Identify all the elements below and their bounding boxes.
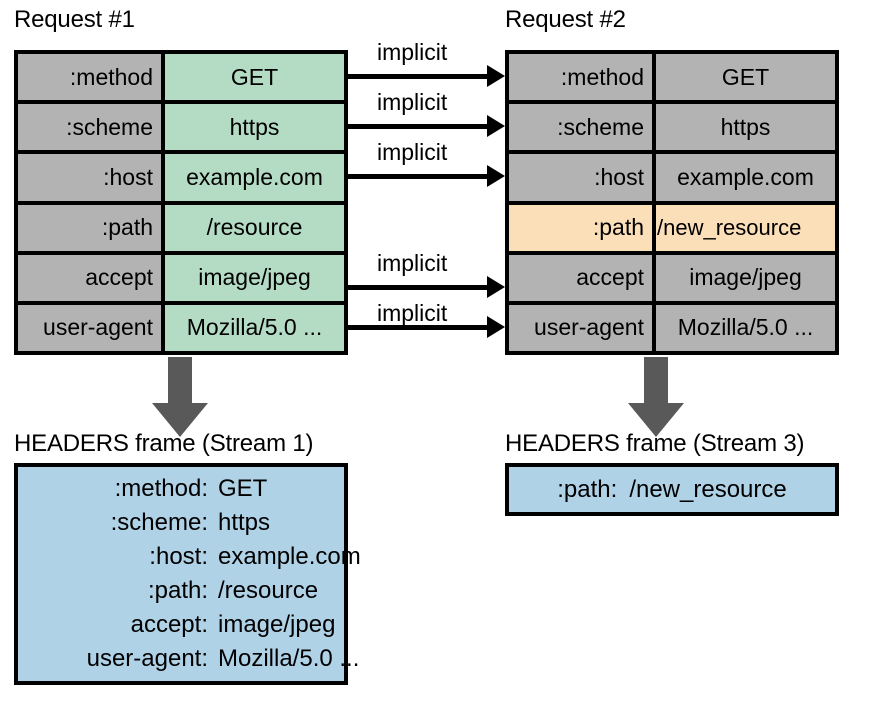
header-value: /resource: [218, 577, 319, 604]
table-row: :scheme https: [18, 104, 344, 155]
down-arrow-head: [628, 403, 684, 437]
header-name-cell: accept: [18, 254, 165, 301]
header-value: example.com: [218, 543, 361, 570]
header-key: :scheme:: [110, 509, 208, 536]
list-item: :scheme: https: [18, 506, 334, 540]
implicit-arrow-head-icon: [487, 115, 505, 137]
header-name-cell: :host: [18, 154, 165, 201]
header-name-cell: accept: [509, 254, 656, 301]
list-item: :path: /new_resource: [509, 473, 835, 507]
implicit-arrow-head-icon: [487, 276, 505, 298]
header-value: Mozilla/5.0 ...: [218, 645, 360, 672]
table-row: :host example.com: [18, 154, 344, 205]
list-item: :path: /resource: [18, 574, 334, 608]
header-name-cell: :path: [509, 204, 656, 251]
implicit-arrow-line: [348, 74, 487, 79]
header-value-cell: Mozilla/5.0 ...: [165, 304, 344, 352]
list-item: :host: example.com: [18, 540, 360, 574]
implicit-label: implicit: [377, 39, 448, 65]
header-name-cell: user-agent: [509, 304, 656, 352]
header-name-cell: :method: [509, 54, 656, 101]
header-value: image/jpeg: [218, 611, 336, 638]
header-value-cell: image/jpeg: [165, 254, 344, 301]
down-arrow-head: [152, 403, 208, 437]
implicit-arrow-line: [348, 124, 487, 129]
header-key: :method:: [114, 475, 208, 502]
header-value-cell: Mozilla/5.0 ...: [656, 304, 835, 352]
header-key: user-agent:: [86, 645, 208, 672]
implicit-label: implicit: [377, 250, 448, 276]
list-item: :method: GET: [18, 472, 334, 506]
header-key: :path:: [557, 475, 618, 503]
implicit-arrow-head-icon: [487, 165, 505, 187]
implicit-label: implicit: [377, 139, 448, 165]
headers-frame-2-title: HEADERS frame (Stream 3): [505, 430, 805, 457]
header-value-cell: /resource: [165, 204, 344, 251]
table-row: :scheme https: [509, 104, 835, 155]
header-list: :path: /new_resource: [509, 467, 835, 512]
table-row: user-agent Mozilla/5.0 ...: [18, 304, 344, 352]
list-item: accept: image/jpeg: [18, 608, 336, 642]
list-item: user-agent: Mozilla/5.0 ...: [18, 642, 360, 676]
header-value-cell: https: [165, 104, 344, 151]
implicit-arrow-line: [348, 325, 487, 330]
header-value: https: [218, 509, 271, 536]
table-row: user-agent Mozilla/5.0 ...: [509, 304, 835, 352]
header-value: GET: [218, 475, 268, 502]
down-arrow-shaft: [168, 357, 192, 405]
table-row: :method GET: [18, 54, 344, 105]
down-arrow-shaft: [644, 357, 668, 405]
implicit-arrow-head-icon: [487, 65, 505, 87]
table-row: accept image/jpeg: [18, 254, 344, 305]
header-name-cell: user-agent: [18, 304, 165, 352]
request-2-title: Request #2: [505, 6, 626, 33]
header-name-cell: :scheme: [18, 104, 165, 151]
request-2-header-table: :method GET :scheme https :host example.…: [505, 50, 839, 355]
header-list: :method: GET :scheme: https :host: examp…: [18, 467, 361, 681]
header-value-cell: GET: [656, 54, 835, 101]
request-1-header-table: :method GET :scheme https :host example.…: [14, 50, 348, 355]
table-row-highlighted: :path /new_resource: [509, 204, 835, 255]
down-arrow-left-icon: [152, 357, 208, 437]
implicit-label: implicit: [377, 300, 448, 326]
implicit-label: implicit: [377, 89, 448, 115]
header-value-cell: example.com: [165, 154, 344, 201]
header-key: accept:: [130, 611, 208, 638]
implicit-arrow-line: [348, 285, 487, 290]
headers-frame-1-title: HEADERS frame (Stream 1): [14, 430, 314, 457]
header-value-cell: GET: [165, 54, 344, 101]
header-value-cell: image/jpeg: [656, 254, 835, 301]
implicit-arrow-head-icon: [487, 316, 505, 338]
headers-frame-1-box: :method: GET :scheme: https :host: examp…: [14, 463, 361, 685]
headers-frame-2-box: :path: /new_resource: [505, 463, 839, 516]
header-name-cell: :method: [18, 54, 165, 101]
header-name-cell: :path: [18, 204, 165, 251]
header-value-cell: https: [656, 104, 835, 151]
header-value-cell: /new_resource: [656, 204, 835, 251]
header-key: :path:: [147, 577, 208, 604]
request-1-title: Request #1: [14, 6, 135, 33]
header-value-cell: example.com: [656, 154, 835, 201]
table-row: accept image/jpeg: [509, 254, 835, 305]
header-value: /new_resource: [629, 475, 787, 503]
table-row: :path /resource: [18, 204, 344, 255]
down-arrow-right-icon: [628, 357, 684, 437]
implicit-arrow-line: [348, 174, 487, 179]
header-name-cell: :host: [509, 154, 656, 201]
header-name-cell: :scheme: [509, 104, 656, 151]
table-row: :host example.com: [509, 154, 835, 205]
table-row: :method GET: [509, 54, 835, 105]
header-key: :host:: [149, 543, 208, 570]
